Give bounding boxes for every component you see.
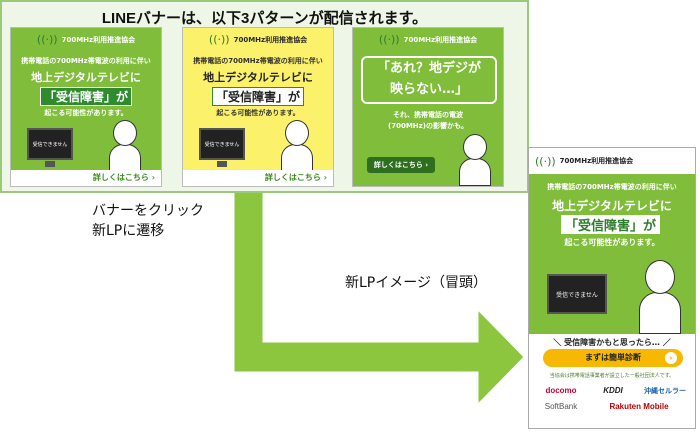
- banner-pattern-3[interactable]: ((·)) 700MHz利用推進協会 「あれ？地デジが 映らない…」 それ、携帯…: [352, 27, 504, 187]
- antenna-icon: ((·)): [378, 33, 400, 46]
- tv-illustration: 受信できません: [199, 128, 245, 160]
- rakuten-mobile-logo: Rakuten Mobile: [609, 402, 669, 411]
- details-link[interactable]: 詳しくはこちら ›: [92, 173, 155, 182]
- org-name: 700MHz利用推進協会: [403, 35, 478, 44]
- landing-page-preview: ((·)) 700MHz利用推進協会 携帯電話の700MHz帯電波の利用に伴い …: [528, 147, 696, 429]
- banner-pattern-1[interactable]: ((·)) 700MHz利用推進協会 携帯電話の700MHz帯電波の利用に伴い …: [10, 27, 162, 187]
- banner-message: 携帯電話の700MHz帯電波の利用に伴い 地上デジタルテレビに 「受信障害」が …: [193, 57, 323, 117]
- carrier-logos: docomo KDDI 沖縄セルラー SoftBank Rakuten Mobi…: [535, 386, 691, 411]
- question-box: 「あれ？地デジが 映らない…」: [361, 56, 497, 104]
- org-name: 700MHz利用推進協会: [559, 157, 634, 165]
- person-illustration: [279, 120, 315, 172]
- person-illustration: [457, 134, 495, 186]
- person-illustration: [637, 260, 683, 334]
- softbank-logo: SoftBank: [544, 402, 578, 411]
- antenna-icon: ((·)): [36, 33, 58, 46]
- lp-disclaimer: 当協会は携帯電話事業者が設立した一般社団法人です。: [549, 373, 675, 379]
- lp-hero: 携帯電話の700MHz帯電波の利用に伴い 地上デジタルテレビに 「受信障害」が …: [529, 174, 695, 334]
- banner-pattern-2[interactable]: ((·)) 700MHz利用推進協会 携帯電話の700MHz帯電波の利用に伴い …: [182, 27, 334, 187]
- antenna-icon: ((·)): [208, 33, 230, 46]
- details-button[interactable]: 詳しくはこちら ›: [367, 157, 435, 173]
- banner-message: 携帯電話の700MHz帯電波の利用に伴い 地上デジタルテレビに 「受信障害」が …: [21, 57, 151, 117]
- lp-prompt: ＼ 受信障害かもと思ったら… ／: [553, 338, 671, 347]
- tv-illustration: 受信できません: [547, 274, 607, 314]
- chevron-right-icon: ›: [665, 352, 677, 364]
- tv-scene: 受信できません: [183, 120, 333, 172]
- click-note: バナーをクリック 新LPに遷移: [92, 203, 204, 239]
- lp-image-label: 新LPイメージ（冒頭）: [345, 275, 487, 291]
- org-name: 700MHz利用推進協会: [233, 35, 308, 44]
- person-illustration: [107, 120, 143, 172]
- diagnosis-button[interactable]: まずは簡単診断 ›: [543, 349, 683, 367]
- tv-illustration: 受信できません: [27, 128, 73, 160]
- banner-subtext: それ、携帯電話の電波 (700MHz)の影響かも。: [388, 111, 468, 130]
- banner-panel: LINEバナーは、以下3パターンが配信されます。 ((·)) 700MHz利用推…: [0, 0, 529, 193]
- org-name: 700MHz利用推進協会: [61, 35, 136, 44]
- docomo-logo: docomo: [545, 386, 577, 395]
- details-link[interactable]: 詳しくはこちら ›: [264, 173, 327, 182]
- kddi-logo: KDDI: [603, 386, 623, 395]
- tv-scene: 受信できません: [11, 120, 161, 172]
- lp-header: ((·)) 700MHz利用推進協会: [529, 148, 695, 174]
- panel-title: LINEバナーは、以下3パターンが配信されます。: [101, 10, 428, 27]
- antenna-icon: ((·)): [535, 154, 556, 168]
- okinawa-cellular-logo: 沖縄セルラー: [644, 388, 686, 395]
